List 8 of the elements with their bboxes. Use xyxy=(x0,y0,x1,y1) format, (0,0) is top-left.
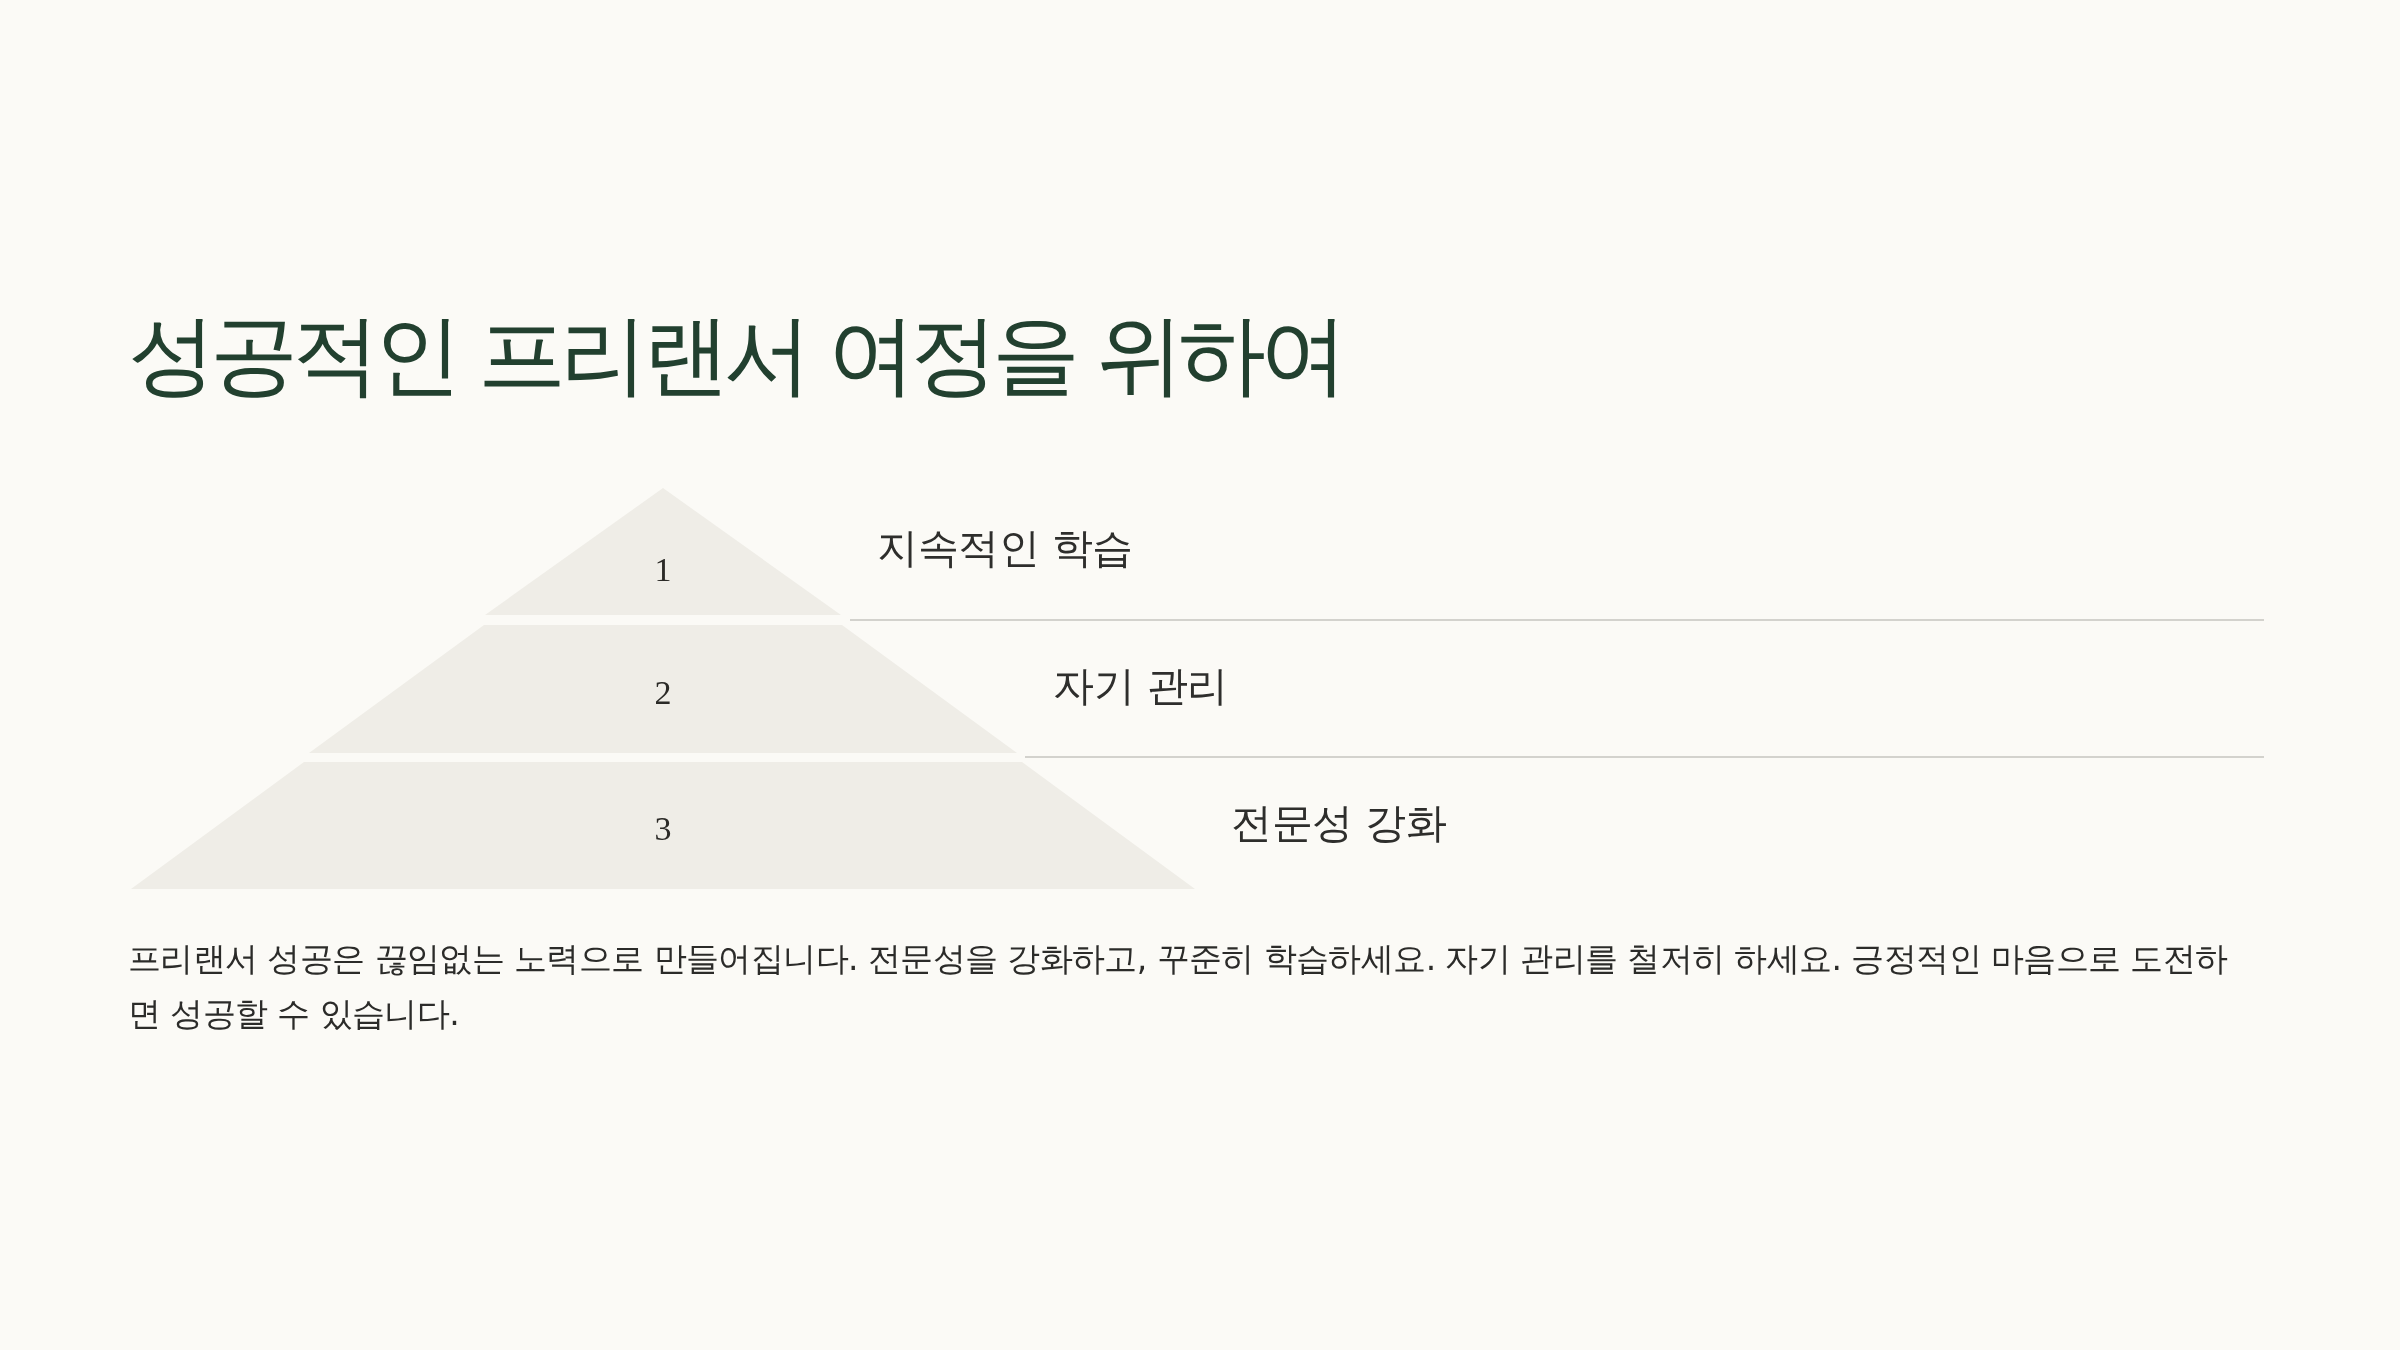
tier-label: 자기 관리 xyxy=(1053,661,1228,711)
tier-label: 지속적인 학습 xyxy=(877,523,1133,573)
title: 성공적인 프리랜서 여정을 위하여 xyxy=(128,305,1342,405)
tier-number: 1 xyxy=(654,550,672,590)
tier-label: 전문성 강화 xyxy=(1231,798,1447,848)
paragraph: 프리랜서 성공은 끊임없는 노력으로 만들어집니다. 전문성을 강화하고, 꾸준히 학습하세요. 자기 관리를 철저히 하세요. 긍정적인 마음으로 도전하면 성공할 수 있습니다. xyxy=(128,938,2229,1035)
tier-number: 2 xyxy=(654,673,672,713)
tier-number: 3 xyxy=(654,809,672,849)
